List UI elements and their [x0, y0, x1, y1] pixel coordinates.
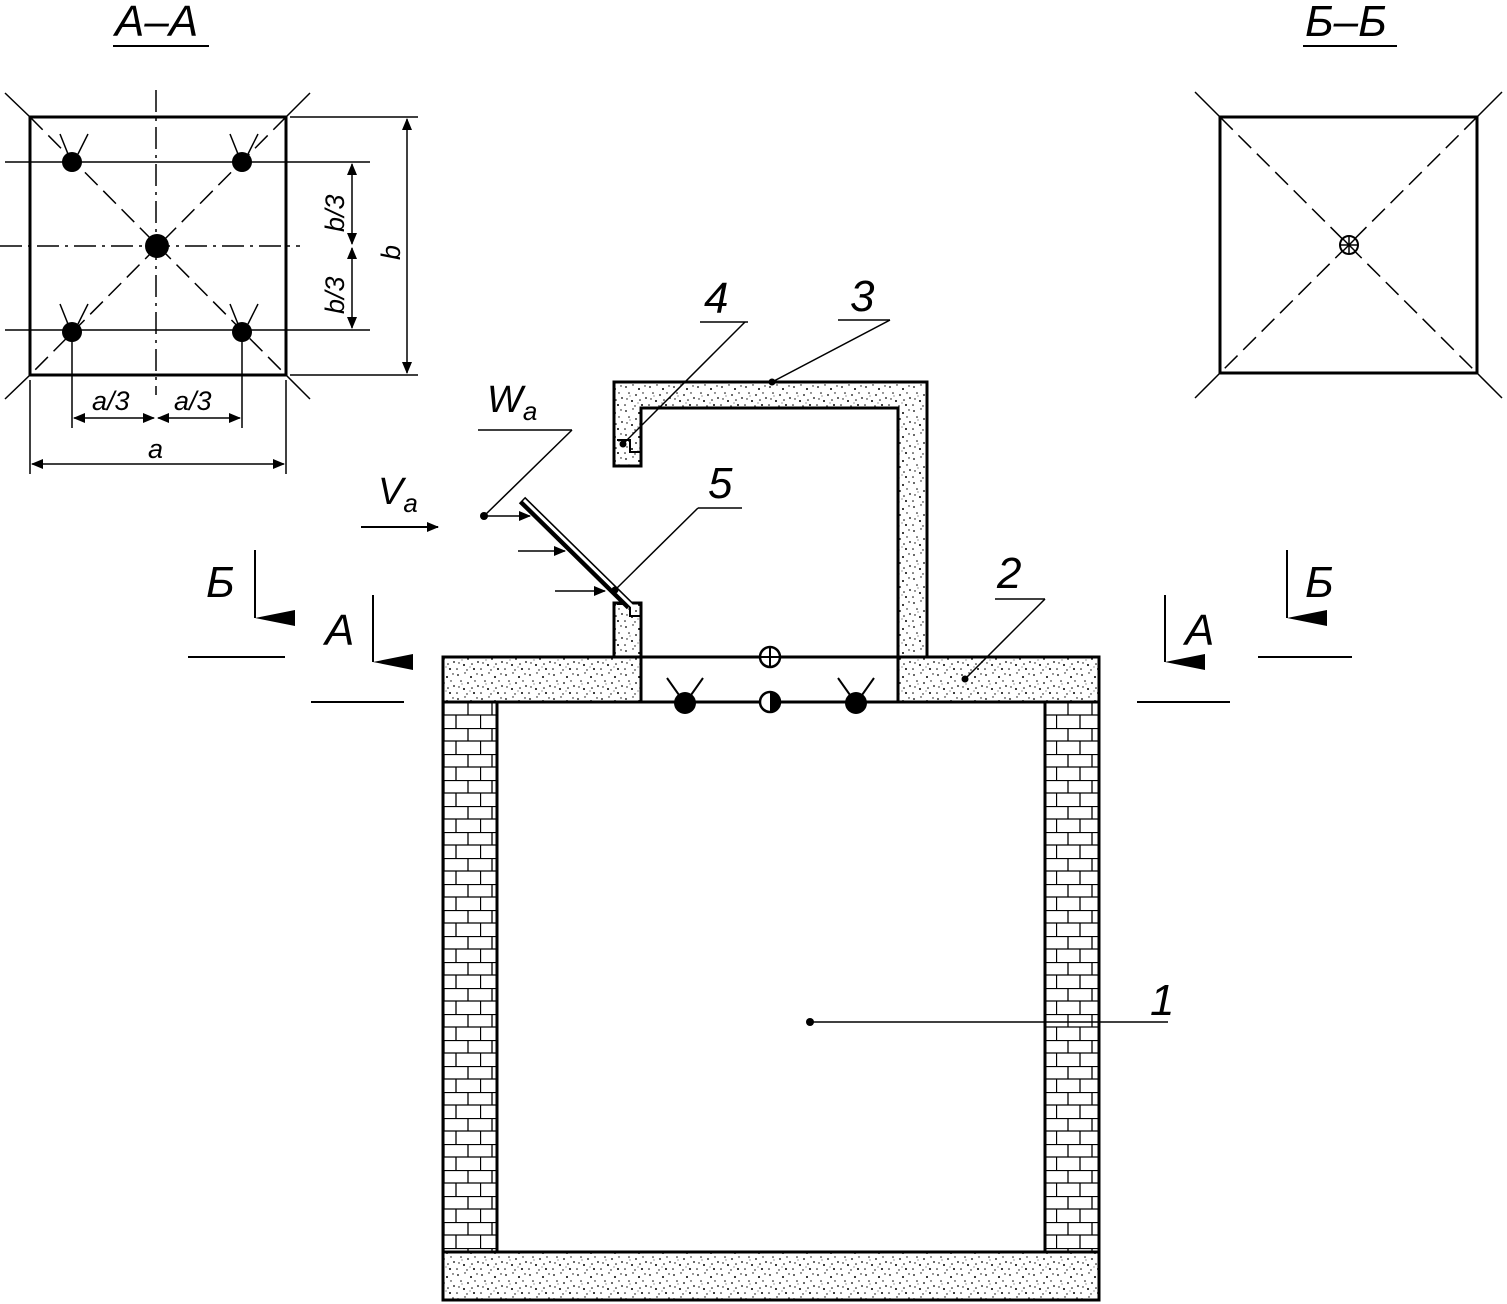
- aa-point-se: [229, 303, 259, 342]
- aa-point-nw: [59, 133, 89, 172]
- wa-sub: a: [523, 396, 537, 426]
- bb-diag-ext: [1194, 372, 1221, 399]
- main-section: Wa Va 4 3 5 2 1 Б А А: [188, 272, 1352, 1302]
- va-label: Va: [378, 471, 418, 518]
- bb-center-point: [1339, 235, 1359, 255]
- aa-point-ne: [229, 133, 259, 172]
- callout-5-leader: [614, 507, 699, 591]
- section-aa: А–А: [0, 0, 418, 474]
- callout-2-label: 2: [996, 549, 1021, 598]
- dim-b3-upper-label: b/3: [320, 194, 350, 232]
- sensor-opening-center: [758, 690, 782, 714]
- bottom-slab: [441, 1250, 1101, 1302]
- wa-leader: [483, 429, 573, 517]
- callout-2-leader: [964, 598, 1046, 680]
- bb-diag-ext: [1194, 91, 1221, 118]
- aa-diag-ext: [285, 374, 311, 400]
- section-bb-title: Б–Б: [1305, 0, 1387, 46]
- cut-b-left-label: Б: [206, 558, 235, 607]
- dim-b-label: b: [376, 245, 406, 260]
- cut-a-right-label: А: [1182, 606, 1214, 655]
- cut-b-right-label: Б: [1305, 558, 1334, 607]
- dim-b3-lower-label: b/3: [320, 276, 350, 314]
- bb-diag-ext: [1476, 91, 1503, 118]
- callout-5-label: 5: [708, 459, 733, 508]
- callout-1-label: 1: [1150, 976, 1174, 1025]
- bb-diagonal-1: [1219, 116, 1478, 374]
- chamber-interior: [495, 700, 1047, 1254]
- dim-a-label: a: [148, 434, 163, 464]
- section-aa-title: А–А: [112, 0, 198, 46]
- aa-point-center: [145, 234, 169, 258]
- section-bb: Б–Б: [1194, 0, 1503, 399]
- top-slab-left: [441, 655, 643, 704]
- aa-diag-ext: [285, 92, 311, 118]
- callout-4-leader: [622, 321, 746, 445]
- aa-diag-ext: [4, 92, 31, 118]
- brick-wall-left: [441, 700, 499, 1254]
- wa-main: W: [487, 379, 526, 421]
- brick-wall-right: [1043, 700, 1101, 1254]
- wa-label: Wa: [487, 379, 537, 426]
- exhaust-duct: [612, 380, 929, 659]
- bb-diag-ext: [1476, 372, 1503, 399]
- callout-3-leader: [771, 319, 891, 383]
- duct-lip: [617, 439, 641, 453]
- aa-diag-ext: [4, 374, 31, 400]
- callout-3-label: 3: [850, 272, 875, 321]
- bb-diagonal-2: [1219, 116, 1478, 374]
- sensor-opening-top: [758, 645, 782, 669]
- dim-a3-left-label: a/3: [92, 386, 130, 416]
- section-bb-square: [1218, 115, 1479, 375]
- dim-a3-right-label: a/3: [174, 386, 212, 416]
- aa-point-sw: [59, 303, 89, 342]
- sensor-opening-right: [837, 677, 875, 714]
- va-sub: a: [403, 488, 417, 518]
- cut-a-left-label: А: [322, 606, 354, 655]
- intake-stub: [612, 601, 643, 659]
- va-main: V: [378, 471, 407, 513]
- sensor-opening-left: [666, 677, 704, 714]
- top-slab-right: [896, 655, 1101, 704]
- callout-4-label: 4: [704, 274, 728, 323]
